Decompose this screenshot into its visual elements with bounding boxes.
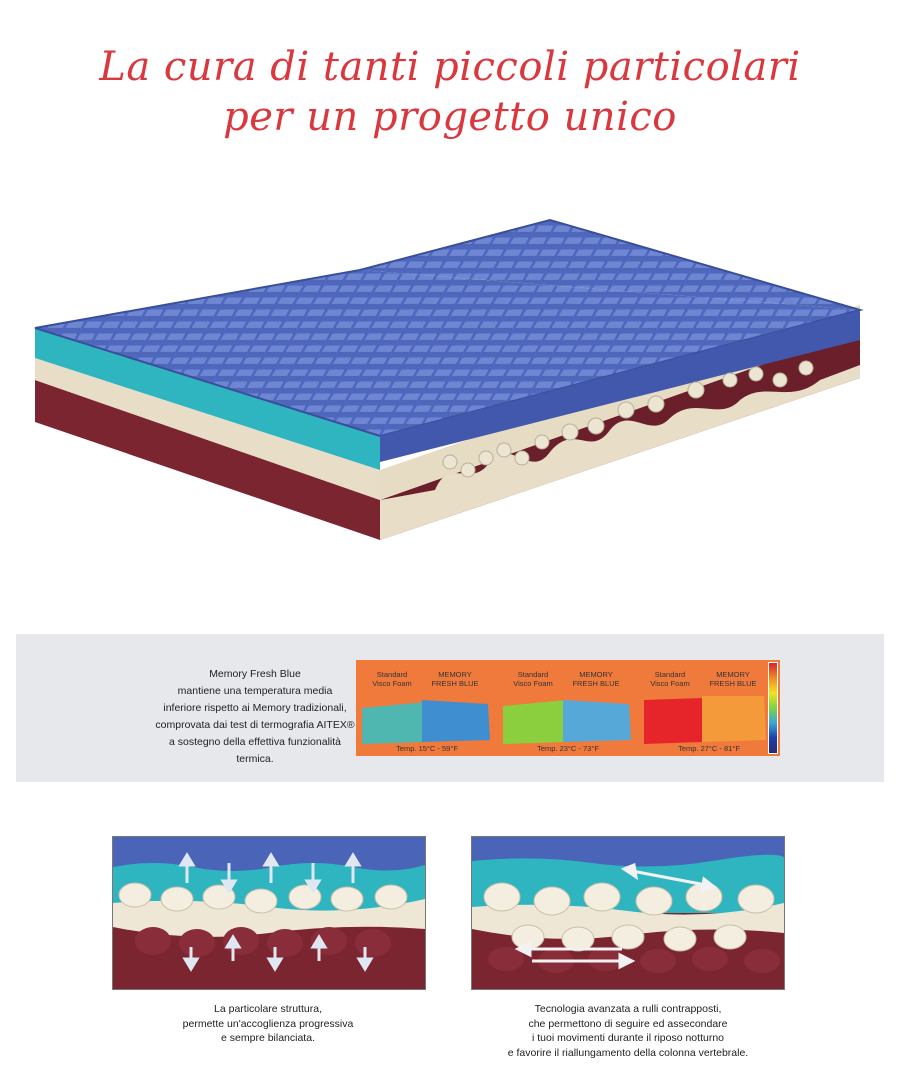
thermal-line: a sostegno della effettiva funzionalità … xyxy=(168,736,341,765)
standard-label: Standard Visco Foam xyxy=(650,670,690,688)
standard-foam-sample xyxy=(503,700,567,744)
caption-line: i tuoi movimenti durante il riposo nottu… xyxy=(531,1032,724,1044)
title-line-1: La cura di tanti piccoli particolari xyxy=(99,44,801,90)
title-line-2: per un progetto unico xyxy=(223,94,677,140)
cut-face-blue xyxy=(380,310,860,462)
detail-progressive-support xyxy=(112,836,426,990)
standard-foam-sample xyxy=(644,698,702,744)
fresh-blue-sample xyxy=(563,700,631,742)
fresh-blue-sample xyxy=(702,696,766,742)
thermal-panel-23c: Standard Visco Foam MEMORY FRESH BLUE Te… xyxy=(497,660,639,756)
right-caption: Tecnologia avanzata a rulli contrapposti… xyxy=(460,1002,796,1060)
fresh-blue-label: MEMORY FRESH BLUE xyxy=(709,670,757,688)
standard-label: Standard Visco Foam xyxy=(513,670,553,688)
caption-line: permette un'accoglienza progressiva xyxy=(182,1017,354,1030)
thermal-panel-15c: Standard Visco Foam MEMORY FRESH BLUE Te… xyxy=(356,660,498,756)
mattress-illustration xyxy=(34,218,864,540)
fresh-blue-sample xyxy=(422,700,490,742)
thermal-line: Memory Fresh Blue xyxy=(209,668,301,680)
cut-face-wave xyxy=(380,365,860,540)
caption-line: e favorire il riallungamento della colon… xyxy=(507,1046,749,1059)
cream-layer-front xyxy=(35,358,380,500)
temperature-label: Temp. 23°C - 73°F xyxy=(537,744,599,753)
temperature-label: Temp. 27°C - 81°F xyxy=(678,744,740,753)
thermal-line: mantiene una temperatura media xyxy=(177,685,333,697)
page-title: La cura di tanti piccoli particolari per… xyxy=(0,42,900,142)
mattress-top xyxy=(35,270,860,436)
thermal-line: comprovata dai test di termografia AITEX… xyxy=(155,719,355,731)
temperature-label: Temp. 15°C - 59°F xyxy=(396,744,458,753)
caption-line: che permettono di seguire ed assecondare xyxy=(528,1017,728,1030)
fresh-blue-label: MEMORY FRESH BLUE xyxy=(431,670,479,688)
thermal-description: Memory Fresh Blue mantiene una temperatu… xyxy=(150,666,360,768)
caption-line: e sempre bilanciata. xyxy=(221,1032,315,1044)
teal-layer-front xyxy=(35,328,380,470)
thermal-line: inferiore rispetto ai Memory tradizional… xyxy=(163,702,347,714)
left-caption: La particolare struttura, permette un'ac… xyxy=(112,1002,424,1046)
thermal-panel-27c: Standard Visco Foam MEMORY FRESH BLUE Te… xyxy=(638,660,780,756)
standard-foam-sample xyxy=(362,702,426,744)
standard-label: Standard Visco Foam xyxy=(372,670,412,688)
fresh-blue-label: MEMORY FRESH BLUE xyxy=(572,670,620,688)
bottom-layer-front xyxy=(35,380,380,540)
caption-line: La particolare struttura, xyxy=(214,1003,322,1015)
temperature-scale xyxy=(768,662,778,754)
caption-line: Tecnologia avanzata a rulli contrapposti… xyxy=(534,1003,722,1015)
detail-opposing-rollers xyxy=(471,836,785,990)
